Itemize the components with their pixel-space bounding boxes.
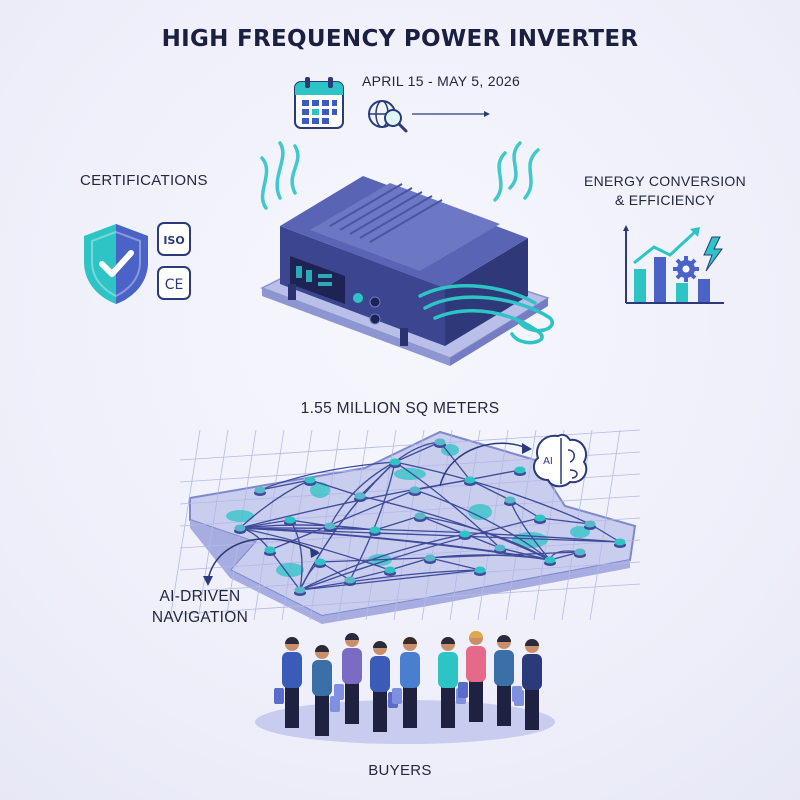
ai-brain-icon: AI [439,433,588,488]
buyer-figure [370,641,398,732]
map-node [234,524,246,534]
map-node [409,486,421,496]
certifications-label: CERTIFICATIONS [80,172,208,189]
map-node [614,538,626,548]
area-label: 1.55 MILLION SQ METERS [300,400,500,417]
energy-label-line2: & EFFICIENCY [614,192,716,208]
map-node [534,514,546,524]
buyer-figure [514,639,542,730]
power-inverter-illustration [260,141,554,366]
page-title: HIGH FREQUENCY POWER INVERTER [161,26,639,52]
iso-badge-icon: ISO [157,222,191,256]
buyer-figure [438,637,466,728]
map-node [384,566,396,576]
buyer-figure [392,637,420,728]
map-node [504,496,516,506]
gear-icon [673,256,699,282]
map-node [424,554,436,564]
map-node [314,558,326,568]
iso-badge-text: ISO [163,234,184,247]
navigation-label-line1: AI-DRIVEN [159,588,241,605]
buyer-figure [312,645,340,736]
ce-badge-text: CE [165,277,184,293]
lightning-icon [703,236,723,272]
map-node [574,548,586,558]
map-node [294,586,306,596]
map-node [324,522,336,532]
buyer-figure [334,633,362,724]
navigation-label: AI-DRIVEN NAVIGATION [140,586,260,628]
buyer-figure [274,637,302,728]
map-node [344,576,356,586]
map-node [514,466,526,476]
buyers-crowd-illustration [255,631,555,744]
map-node [369,526,381,536]
shield-check-icon [84,224,148,304]
navigation-label-line2: NAVIGATION [151,609,249,626]
map-node [354,492,366,502]
map-node [464,476,476,486]
buyer-figure [458,631,486,722]
efficiency-chart-icon [623,225,724,304]
energy-label: ENERGY CONVERSION & EFFICIENCY [580,172,750,210]
ce-badge-icon: CE [157,266,191,300]
venue-map-illustration [169,429,641,624]
energy-label-line1: ENERGY CONVERSION [584,173,746,189]
map-node [389,458,401,468]
buyers-label: BUYERS [368,762,432,779]
map-node [284,516,296,526]
map-node [434,438,446,448]
map-node [584,520,596,530]
ai-badge-text: AI [543,456,553,467]
map-node [264,546,276,556]
calendar-icon [294,77,344,129]
map-node [494,544,506,554]
globe-search-icon [368,100,490,133]
map-node [459,530,471,540]
date-range: APRIL 15 - MAY 5, 2026 [362,73,521,89]
map-node [414,512,426,522]
map-node [304,476,316,486]
map-node [474,566,486,576]
map-node [544,556,556,566]
map-node [254,486,266,496]
navigation-arrow-icon [203,538,320,586]
